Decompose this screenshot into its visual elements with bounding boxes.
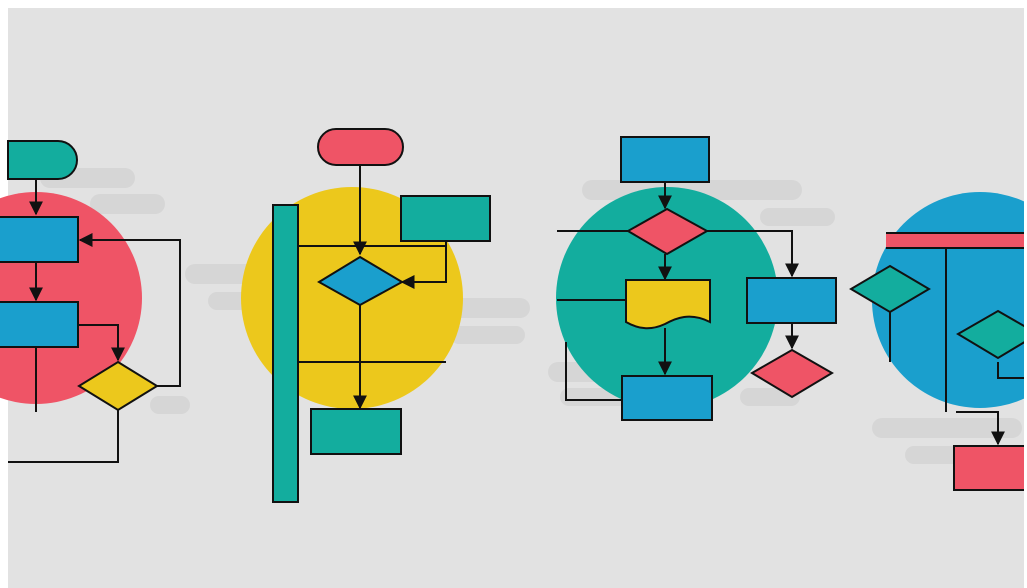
process-box-blue (622, 376, 712, 420)
terminator-teal (8, 141, 77, 179)
white-border-top (0, 0, 1027, 8)
header-band-red (886, 233, 1027, 248)
process-box-blue (0, 302, 78, 347)
process-box-teal (311, 409, 401, 454)
process-box-blue (621, 137, 709, 182)
swimlane-bar-teal (273, 205, 298, 502)
terminator-red (318, 129, 403, 165)
process-box-blue (0, 217, 78, 262)
process-box-red (954, 446, 1027, 490)
process-box-blue (747, 278, 836, 323)
process-box-teal (401, 196, 490, 241)
